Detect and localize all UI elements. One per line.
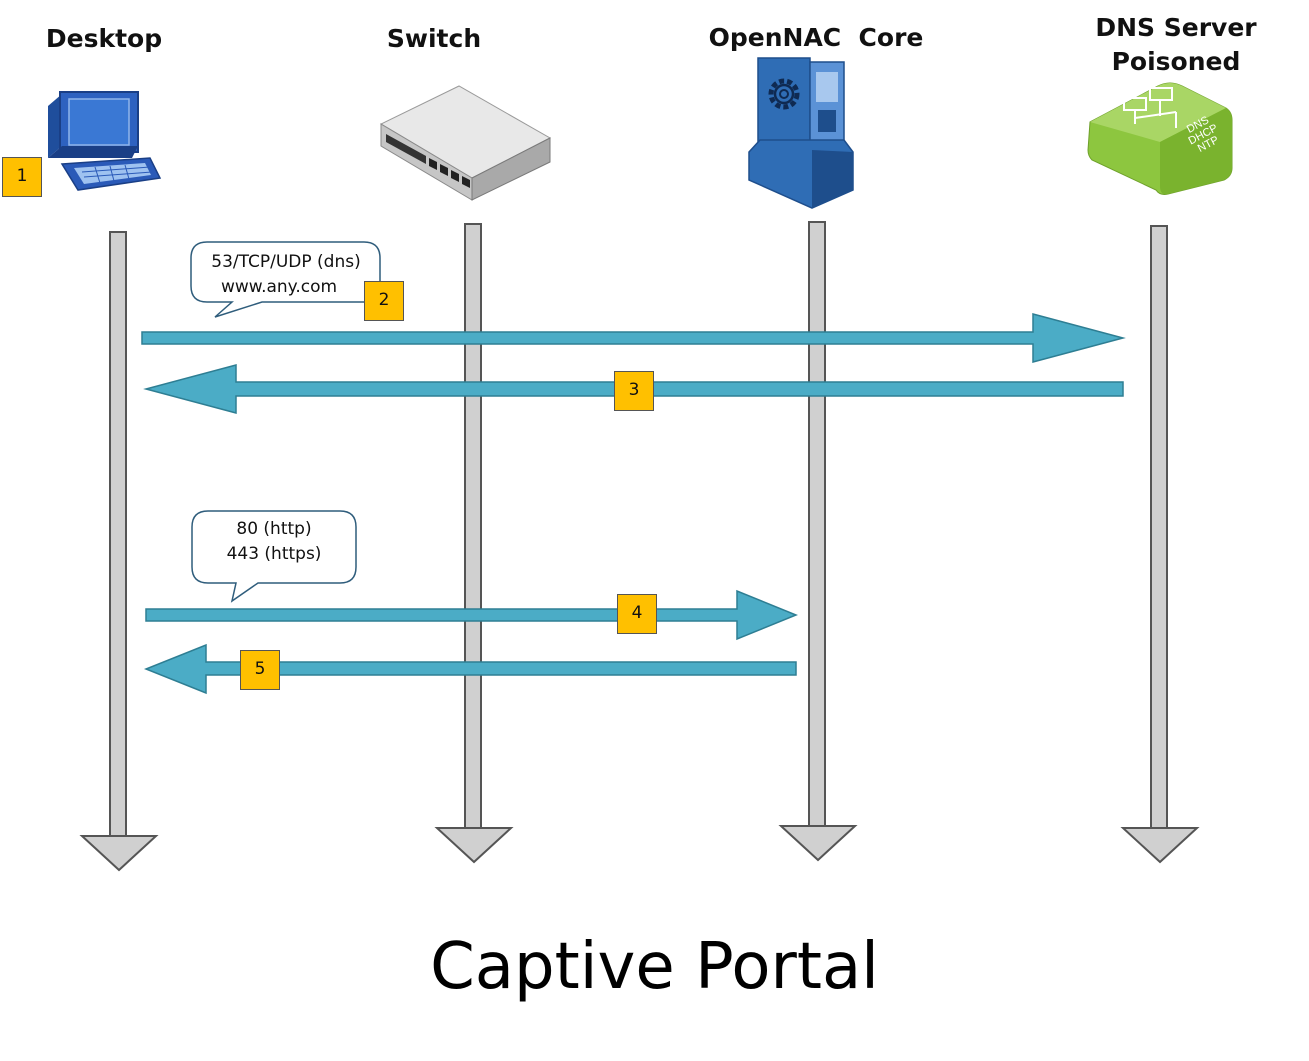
callout-web-line2: 443 (https) <box>226 544 322 564</box>
callout-dns-line1: 53/TCP/UDP (dns) <box>211 252 361 272</box>
lane-title-dns-server-line1: DNS Server <box>1095 13 1257 42</box>
message-arrow-2 <box>141 313 1126 363</box>
callout-dns-line2: www.any.com <box>220 277 338 297</box>
callout-dns-text: 53/TCP/UDP (dns) www.any.com <box>192 250 380 300</box>
lifeline-switch <box>434 223 514 864</box>
callout-web-line1: 80 (http) <box>236 519 312 539</box>
lane-title-desktop: Desktop <box>45 24 163 53</box>
step-badge-5: 5 <box>240 650 280 690</box>
callout-web-bubble <box>191 510 357 603</box>
message-arrow-5 <box>143 643 797 695</box>
lifeline-dns-server <box>1120 225 1200 864</box>
diagram-title: Captive Portal <box>430 930 879 1004</box>
opennac-core-server-icon <box>748 57 854 209</box>
step-badge-2: 2 <box>364 281 404 321</box>
step-badge-1: 1 <box>2 157 42 197</box>
step-badge-4: 4 <box>617 594 657 634</box>
desktop-computer-icon <box>48 91 162 191</box>
dns-server-icon <box>1087 82 1233 195</box>
network-switch-icon <box>379 85 552 201</box>
lane-title-dns-server-line2: Poisoned <box>1111 47 1241 76</box>
callout-web-text: 80 (http) 443 (https) <box>192 517 356 567</box>
message-arrow-4 <box>145 589 798 641</box>
callout-dns-bubble <box>190 241 381 318</box>
lifeline-desktop <box>79 231 159 872</box>
step-badge-3: 3 <box>614 371 654 411</box>
lane-title-opennac-core: OpenNAC Core <box>708 23 924 52</box>
lane-title-dns-server: DNS Server Poisoned <box>1086 11 1266 79</box>
lifeline-opennac-core <box>778 221 858 862</box>
lane-title-switch: Switch <box>386 24 482 53</box>
